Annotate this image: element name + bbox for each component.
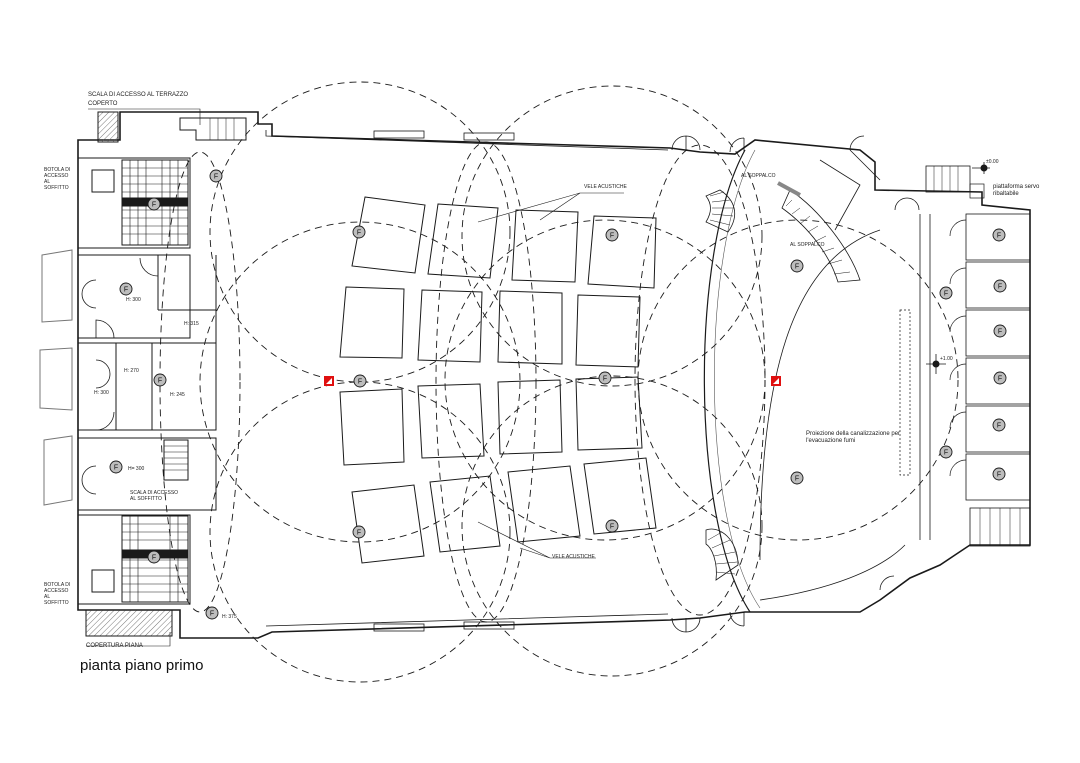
detector-marker: [992, 228, 1006, 242]
height-label: H: 300: [126, 297, 141, 303]
detector-marker-letter: F: [214, 174, 218, 181]
detector-marker: [353, 374, 367, 388]
veil: [497, 379, 563, 455]
height-label: H= 300: [128, 466, 145, 472]
height-label: H: 315: [184, 321, 199, 327]
detector-marker: [992, 418, 1006, 432]
detector-marker-letter: F: [998, 284, 1002, 291]
detector-marker: [790, 471, 804, 485]
left-bay-1: [41, 249, 73, 323]
label-coperto: COPERTO: [88, 101, 118, 107]
detector-marker: [147, 197, 161, 211]
detector-marker-letter: F: [610, 233, 614, 240]
detector-marker-letter: F: [997, 423, 1001, 430]
detector-marker: [993, 324, 1007, 338]
detector-marker: [993, 279, 1007, 293]
detector-marker-letter: F: [603, 376, 607, 383]
veil: [575, 376, 643, 451]
detector-marker-letter: F: [210, 611, 214, 618]
detector-marker: [939, 445, 953, 459]
veil: [511, 209, 579, 283]
label-soppalco-1: AL SOPPALCO: [741, 173, 776, 179]
detector-marker-letter: F: [610, 524, 614, 531]
detector-marker-letter: F: [944, 291, 948, 298]
detector-marker: [153, 373, 167, 387]
veil: [351, 196, 426, 274]
label-scala: SCALA DI ACCESSO AL TERRAZZO: [88, 92, 189, 98]
detector-marker: [790, 259, 804, 273]
spiral-stair-top: [705, 189, 736, 233]
label-proiezione: Proiezione della canalizzazione per l'ev…: [806, 431, 901, 444]
detector-marker-letter: F: [795, 476, 799, 483]
detector-marker-letter: F: [124, 287, 128, 294]
detector-marker: [352, 525, 366, 539]
label-scala-interna: SCALA DI ACCESSO AL SOFFITTO: [130, 490, 179, 502]
veil: [339, 286, 405, 359]
height-label: H: 300: [94, 390, 109, 396]
label-soppalco-2: AL SOPPALCO: [790, 242, 825, 248]
stage-curve: [703, 149, 751, 613]
veil: [587, 215, 657, 289]
drawing-title: pianta piano primo: [80, 657, 204, 674]
detector-marker-letter: F: [358, 379, 362, 386]
veil: [497, 290, 563, 365]
red-markers: [324, 376, 781, 386]
label-botola-bottom: BOTOLA DI ACCESSO AL SOFFITTO: [44, 582, 71, 606]
veil: [507, 465, 581, 543]
detector-marker: [119, 282, 133, 296]
label-vele-bottom: VELE ACUSTICHE: [552, 554, 595, 560]
detector-marker-letter: F: [997, 233, 1001, 240]
veil: [583, 457, 657, 535]
detector-marker-letter: F: [944, 450, 948, 457]
detector-marker: [209, 169, 223, 183]
label-copertura: COPERTURA PIANA: [86, 643, 143, 649]
detector-marker-letter: F: [152, 202, 156, 209]
height-label: H: 270: [124, 368, 139, 374]
detector-marker: [147, 550, 161, 564]
veil: [417, 289, 483, 363]
detector-marker: [993, 371, 1007, 385]
detector-marker: [992, 467, 1006, 481]
detector-marker: [939, 286, 953, 300]
height-label: H: 375: [222, 614, 237, 620]
veil: [575, 294, 641, 368]
detector-marker: [605, 519, 619, 533]
detector-marker: [598, 371, 612, 385]
left-bay-2: [39, 347, 73, 411]
height-label: H: 245: [170, 392, 185, 398]
veil: [427, 203, 499, 279]
label-quota-top: ±0.00: [986, 159, 999, 165]
detector-marker: [605, 228, 619, 242]
acoustic-veils: [339, 196, 657, 564]
detector-marker-letter: F: [357, 230, 361, 237]
veil: [417, 383, 485, 459]
detector-marker-letter: F: [114, 465, 118, 472]
label-quota-right: +1.00: [940, 356, 953, 362]
detector-marker: [205, 606, 219, 620]
soppalco-stair: [781, 189, 861, 283]
detector-marker-letter: F: [997, 472, 1001, 479]
spiral-stair-bottom: [705, 528, 739, 581]
coverage-circles: [159, 81, 959, 683]
detector-marker: [352, 225, 366, 239]
label-botola-top: BOTOLA DI ACCESSO AL SOFFITTO: [44, 167, 71, 191]
left-bay-3: [43, 435, 73, 506]
veil: [429, 475, 501, 553]
detector-marker-letter: F: [158, 378, 162, 385]
detector-marker: [109, 460, 123, 474]
detector-marker-letter: F: [795, 264, 799, 271]
detector-marker-letter: F: [357, 530, 361, 537]
label-piattaforma: piattaforma servo ribaltabile: [993, 184, 1040, 197]
detector-marker-letter: F: [998, 376, 1002, 383]
detector-marker-letter: F: [998, 329, 1002, 336]
detector-marker-letter: F: [152, 555, 156, 562]
veil: [351, 484, 425, 564]
detector-markers: F F F F F F F F F F F F F F F F F F F F F F F: [109, 169, 1007, 620]
veil: [339, 388, 405, 466]
stage-front-arc: [759, 229, 881, 561]
label-vele-top: VELE ACUSTICHE: [584, 184, 627, 190]
